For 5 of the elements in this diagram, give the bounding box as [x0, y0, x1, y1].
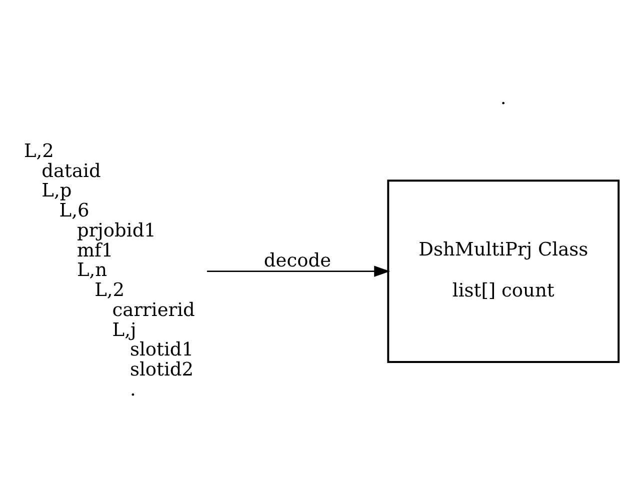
- arrow: [206, 265, 390, 276]
- edge-label: decode: [264, 250, 332, 271]
- node-text: L,2 dataid L,p L,6 prjobid1 mf1 L,n L,2 carrierid L,j slotid1 slotid2 .: [24, 140, 195, 400]
- node-box: DshMultiPrj Class list[] count: [387, 179, 620, 362]
- label: .: [500, 88, 506, 109]
